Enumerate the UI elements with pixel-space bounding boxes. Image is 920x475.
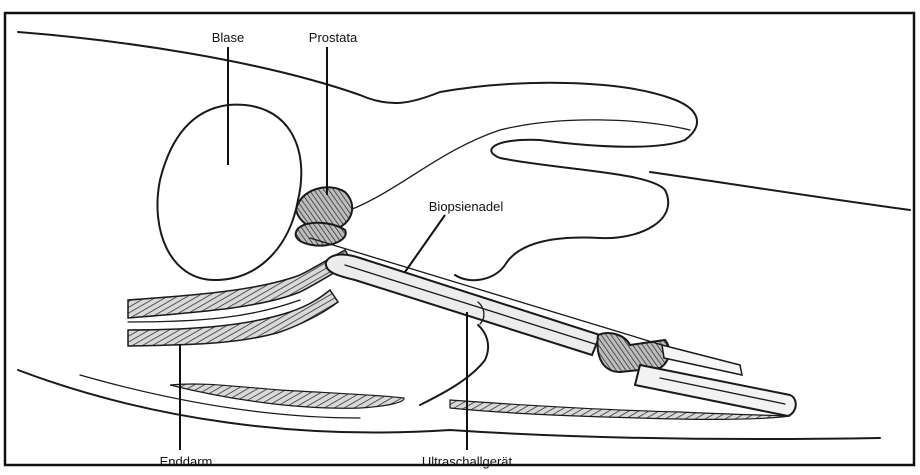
perineum-outline <box>420 325 488 405</box>
biopsy-needle <box>310 238 662 345</box>
prostate-lower-lobe <box>296 223 346 246</box>
label-bladder: Blase <box>212 30 245 45</box>
label-biopsy-needle: Biopsienadel <box>429 199 504 214</box>
body-outline-upper <box>18 32 697 140</box>
probe-handle <box>635 365 796 416</box>
probe-shaft-line <box>345 265 598 345</box>
biopsy-needle-leader <box>405 215 445 272</box>
label-prostate: Prostata <box>309 30 358 45</box>
thigh-outline <box>650 172 910 210</box>
needle-guide-rod <box>662 345 742 375</box>
urethra <box>350 120 690 210</box>
ultrasound-probe <box>326 255 600 355</box>
probe-collar <box>597 333 669 372</box>
bladder-shape <box>157 105 301 280</box>
label-ultrasound-device: Ultraschallgerät <box>422 454 513 469</box>
label-rectum: Enddarm <box>160 454 213 469</box>
